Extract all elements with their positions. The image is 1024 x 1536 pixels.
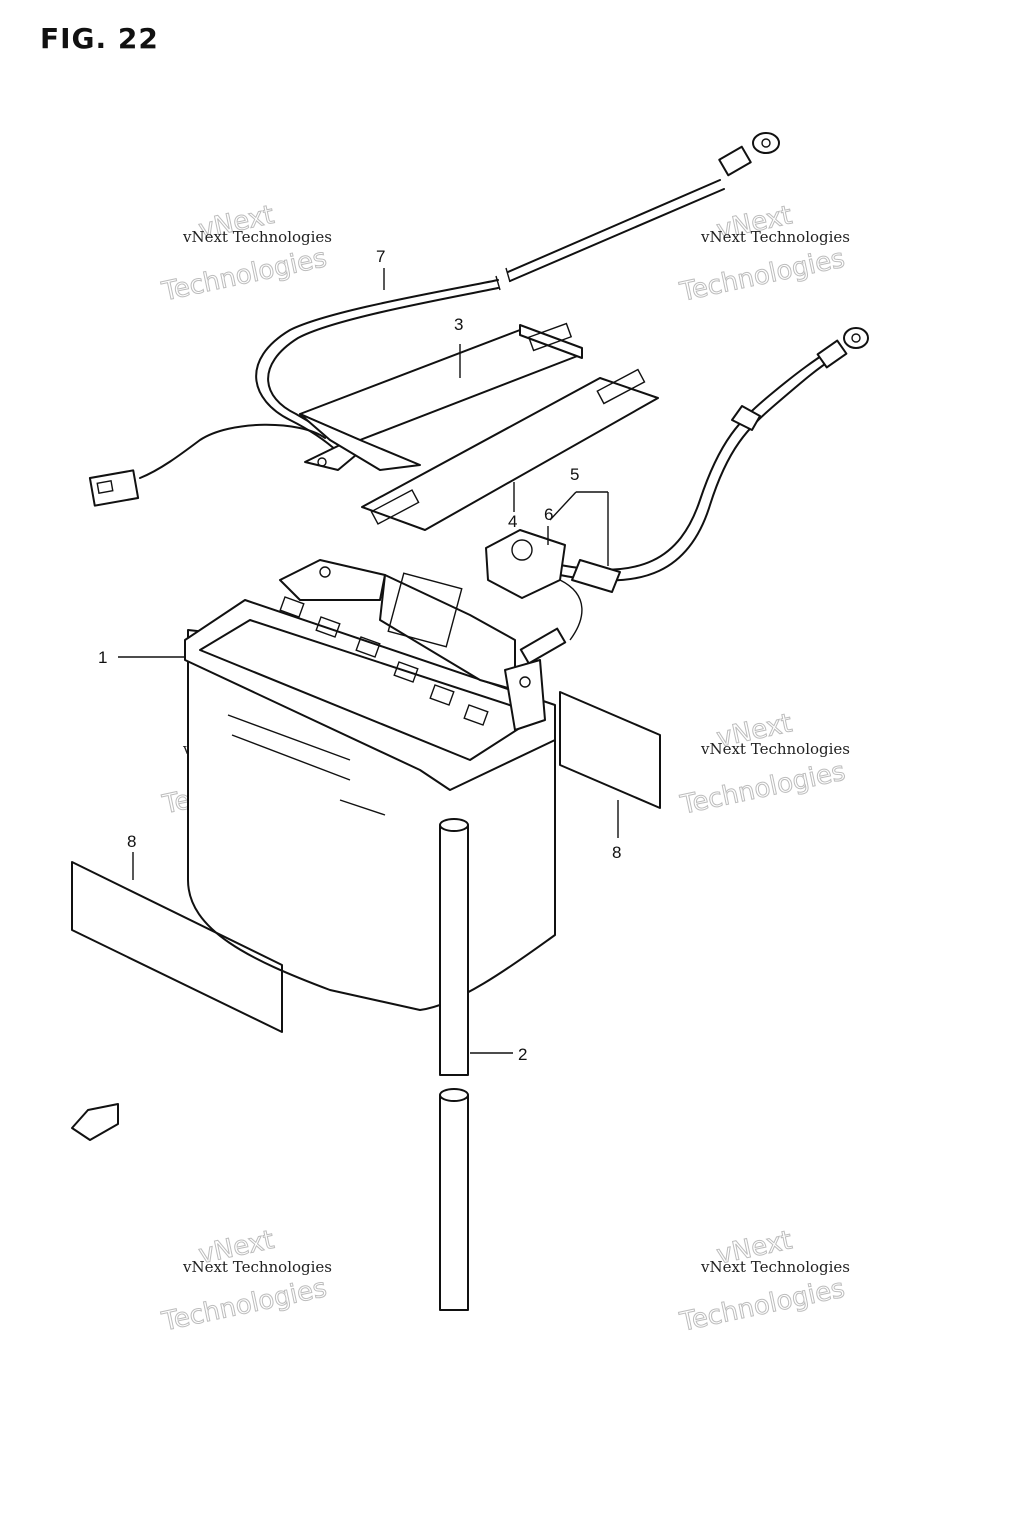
watermark-word: Technologies <box>159 1273 330 1337</box>
leader-lines <box>118 268 619 1054</box>
callout-5: 5 <box>570 465 579 484</box>
callout-4: 4 <box>508 512 517 531</box>
callout-8-right: 8 <box>612 843 621 862</box>
front-arrow-icon <box>71 1103 119 1141</box>
watermark-label: vNext Technologies <box>182 228 332 246</box>
watermark-word: Technologies <box>677 244 848 308</box>
watermark-word: Technologies <box>677 757 848 821</box>
callout-8-left: 8 <box>127 832 136 851</box>
callout-7: 7 <box>376 247 385 266</box>
callout-1: 1 <box>98 648 107 667</box>
watermark-word: Technologies <box>677 1274 848 1338</box>
watermark-top-right: vNext vNext Technologies Technologies <box>676 200 850 308</box>
callout-3: 3 <box>454 315 463 334</box>
watermark-bottom-right: vNext vNext Technologies Technologies <box>676 1225 850 1338</box>
part-6-terminal-cover <box>485 529 583 665</box>
watermark-label: vNext Technologies <box>700 228 850 246</box>
part-7-cable <box>88 132 780 507</box>
watermark-middle-right: vNext vNext Technologies Technologies <box>677 708 850 821</box>
part-5-main-cable <box>559 327 869 593</box>
part-4-strap <box>361 368 659 531</box>
part-3-strap <box>299 322 583 471</box>
watermark-bottom-left: vNext vNext Technologies Technologies <box>158 1225 332 1338</box>
part-2-breather-tube <box>439 818 469 1311</box>
watermark-label: vNext Technologies <box>700 740 850 758</box>
watermark-label: vNext Technologies <box>182 1258 332 1276</box>
part-8-pad-right <box>559 691 661 809</box>
part-1-battery <box>184 559 556 1011</box>
figure-title: FIG. 22 <box>40 22 159 55</box>
part-8-pad-left <box>71 861 283 1033</box>
watermark-word: Technologies <box>159 243 330 307</box>
watermark-label: vNext Technologies <box>700 1258 850 1276</box>
callout-2: 2 <box>518 1045 527 1064</box>
watermark-top-left: vNext vNext Technologies Technologies <box>158 200 332 308</box>
callout-6: 6 <box>544 505 553 524</box>
